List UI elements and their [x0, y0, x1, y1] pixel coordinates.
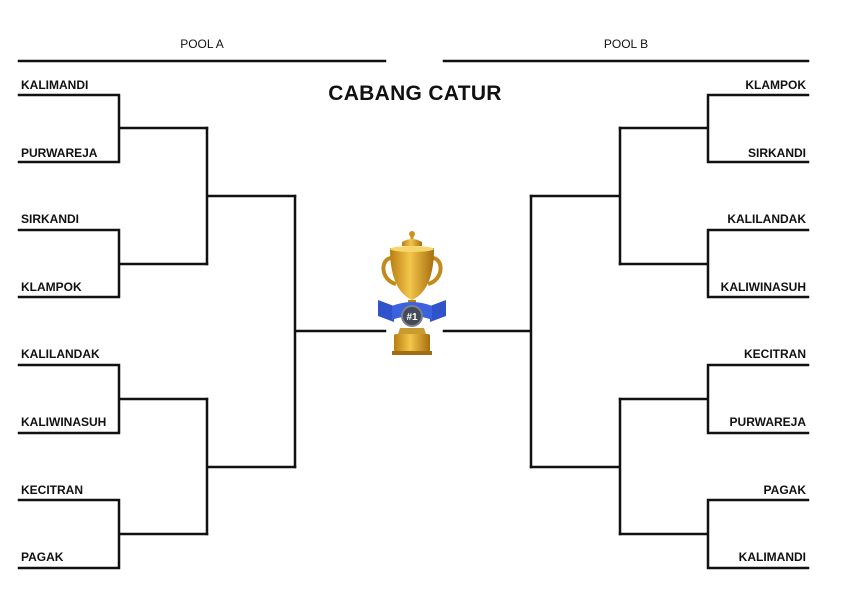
pool-b-r1-match-4 — [620, 500, 808, 568]
trophy-badge: #1 — [406, 312, 418, 323]
pool-b-r2-match-1 — [531, 128, 620, 264]
trophy-icon: #1 — [374, 228, 454, 358]
pool-b-r1-match-2 — [620, 230, 808, 297]
pool-a-r2-match-2 — [207, 399, 295, 534]
pool-b-r1-match-1 — [620, 95, 808, 162]
pool-a-r1-match-3 — [19, 365, 207, 433]
pool-a-r1-match-4 — [19, 500, 207, 568]
pool-b-final — [444, 196, 531, 467]
pool-b-r1-match-3 — [620, 365, 808, 433]
pool-b-r2-match-2 — [531, 399, 620, 534]
pool-a-r2-match-1 — [207, 128, 295, 264]
pool-a-final — [295, 196, 385, 467]
pool-a-r1-match-1 — [19, 95, 207, 162]
pool-a-r1-match-2 — [19, 230, 207, 297]
